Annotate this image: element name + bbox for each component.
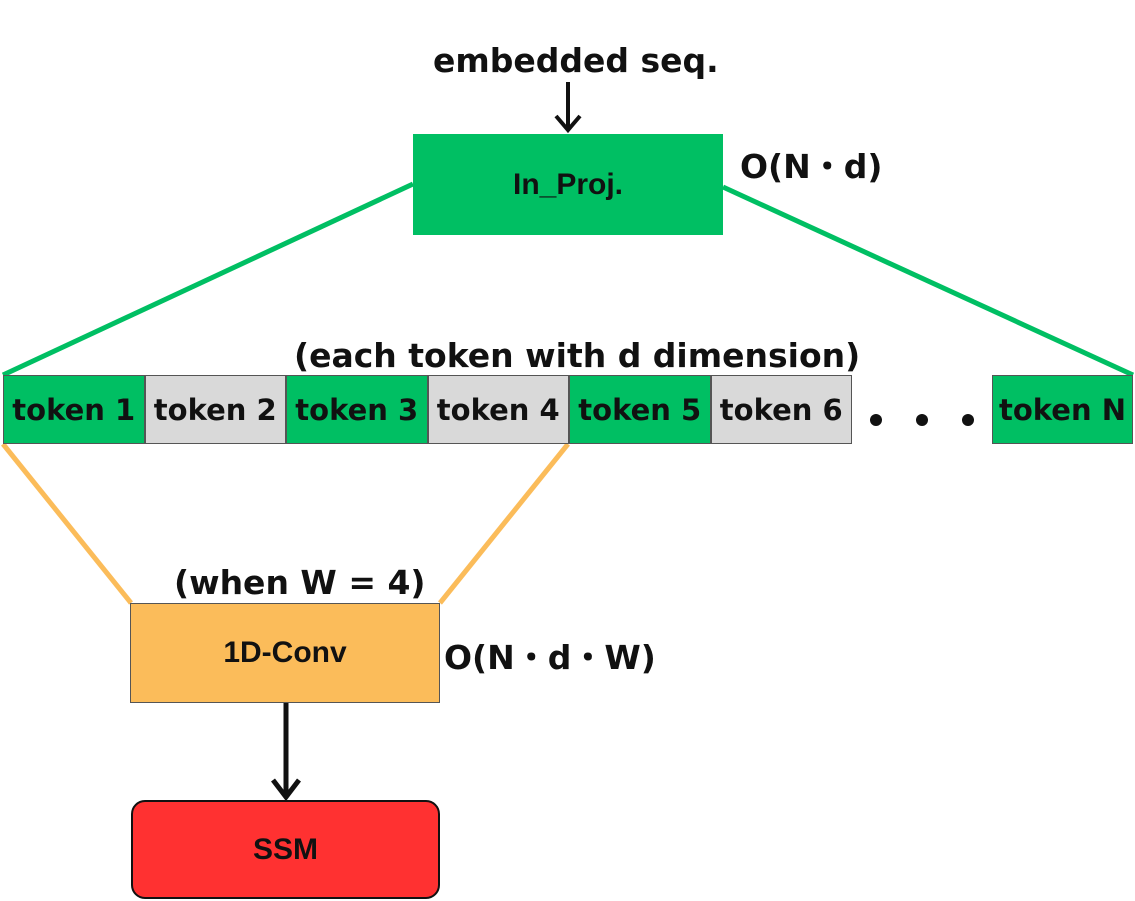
input-label: embedded seq.	[433, 41, 719, 80]
in-proj-complexity: O(N・d)	[740, 147, 883, 186]
token-cell: token 5	[569, 375, 711, 444]
window-size-note: (when W = 4)	[174, 563, 426, 602]
token-cell-last: token N	[992, 375, 1133, 444]
conv-window-right	[438, 442, 570, 605]
token-cell: token 2	[144, 375, 286, 444]
token-dimension-note: (each token with d dimension)	[294, 336, 861, 375]
conv-label: 1D-Conv	[223, 636, 347, 669]
conv-window-left	[1, 442, 133, 605]
token-cell: token 6	[710, 375, 852, 444]
ellipsis-dot	[916, 414, 928, 426]
token-cell: token 4	[427, 375, 569, 444]
in-proj-block: In_Proj.	[413, 134, 723, 235]
proj-fan-left	[1, 181, 415, 378]
ssm-block: SSM	[131, 800, 440, 899]
conv-complexity: O(N・d・W)	[444, 638, 656, 677]
token-cell: token 1	[3, 375, 145, 444]
ellipsis-dot	[870, 414, 882, 426]
token-cell: token 3	[286, 375, 428, 444]
input-arrow-head	[554, 114, 582, 134]
ellipsis-icon	[870, 400, 974, 440]
in-proj-label: In_Proj.	[512, 167, 624, 201]
token-sequence: token 1 token 2 token 3 token 4 token 5 …	[3, 375, 852, 444]
conv-block: 1D-Conv	[130, 603, 440, 703]
conv-to-ssm-arrow-head	[271, 778, 301, 802]
ellipsis-dot	[962, 414, 974, 426]
proj-fan-right	[721, 184, 1135, 378]
ssm-label: SSM	[252, 832, 318, 866]
